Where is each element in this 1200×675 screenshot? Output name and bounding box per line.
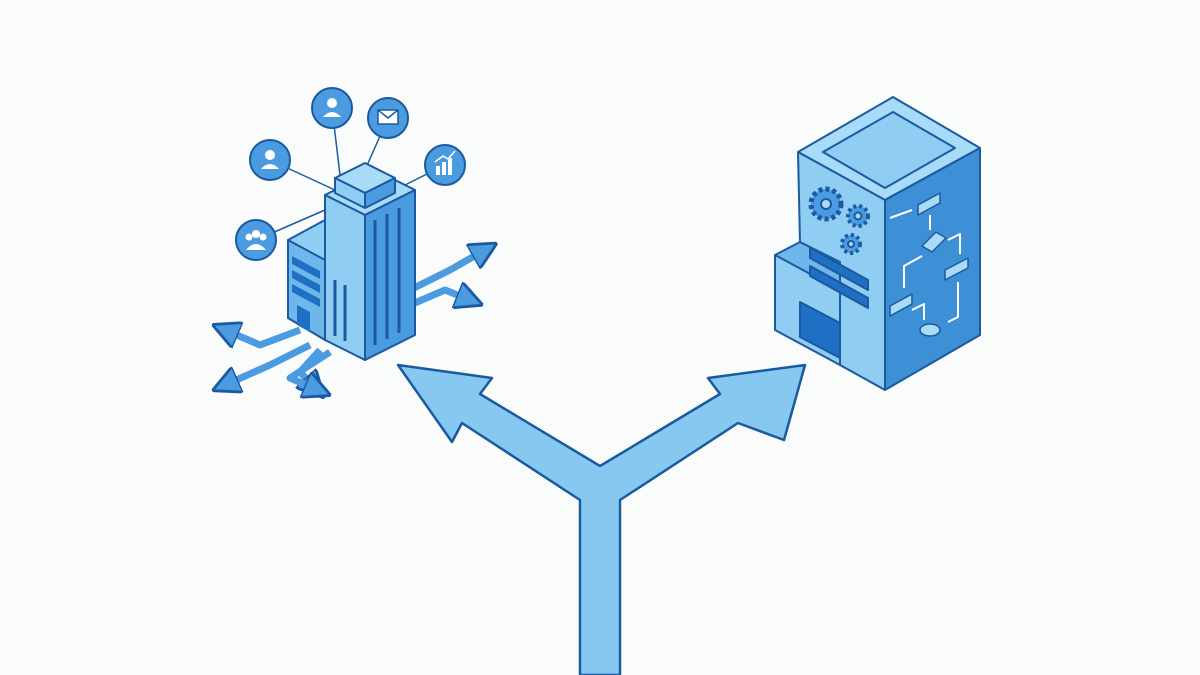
user-icon <box>311 87 353 129</box>
arrow-out <box>408 250 485 294</box>
gear-icon <box>846 204 870 228</box>
chart-growth-icon <box>424 144 466 186</box>
right-building <box>774 96 981 391</box>
user-icon <box>249 139 291 181</box>
windows <box>292 256 320 332</box>
gear-icon <box>808 186 844 222</box>
group-icon <box>235 219 277 261</box>
arrow-out <box>286 349 330 390</box>
mail-icon <box>367 97 409 139</box>
arrow-out <box>408 290 470 305</box>
left-building <box>225 87 485 390</box>
fork-arrow <box>396 363 807 675</box>
arrow-out <box>225 330 302 349</box>
flowchart-icon <box>889 192 969 337</box>
door <box>799 301 841 359</box>
gear-icon <box>840 233 862 255</box>
arrow-out <box>225 341 312 385</box>
outgoing-arrows <box>225 250 485 390</box>
